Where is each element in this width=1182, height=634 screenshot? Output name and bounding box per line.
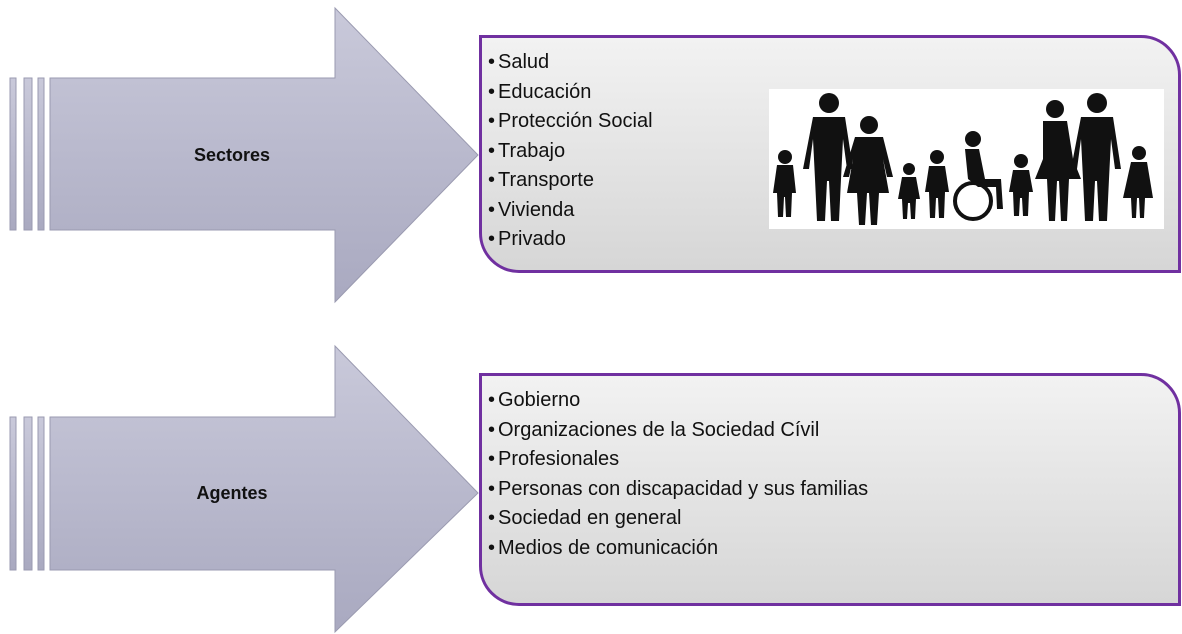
agentes-box: •Gobierno •Organizaciones de la Sociedad…	[479, 373, 1181, 606]
list-item: •Transporte	[488, 169, 594, 191]
list-item: •Profesionales	[488, 448, 620, 470]
list-item: •Privado	[488, 228, 566, 250]
list-item: •Salud	[488, 51, 550, 73]
list-item: •Sociedad en general	[488, 507, 682, 529]
sectores-arrow	[9, 6, 479, 304]
agentes-label: Agentes	[196, 483, 268, 503]
list-item: •Gobierno	[488, 389, 581, 411]
list-item: •Vivienda	[488, 198, 575, 221]
list-item: •Trabajo	[488, 139, 566, 162]
list-item: •Educación	[488, 80, 592, 103]
list-item: •Protección Social	[488, 110, 653, 132]
list-item: •Personas con discapacidad y sus familia…	[488, 477, 869, 500]
family-silhouette-icon	[769, 89, 1164, 229]
list-item: •Medios de comunicación	[488, 536, 719, 559]
agentes-list: •Gobierno •Organizaciones de la Sociedad…	[488, 386, 868, 563]
sectores-list: •Salud •Educación •Protección Social •Tr…	[488, 48, 653, 255]
sectores-label: Sectores	[193, 145, 271, 165]
list-item: •Organizaciones de la Sociedad Cívil	[488, 418, 820, 441]
agentes-arrow	[9, 344, 479, 634]
